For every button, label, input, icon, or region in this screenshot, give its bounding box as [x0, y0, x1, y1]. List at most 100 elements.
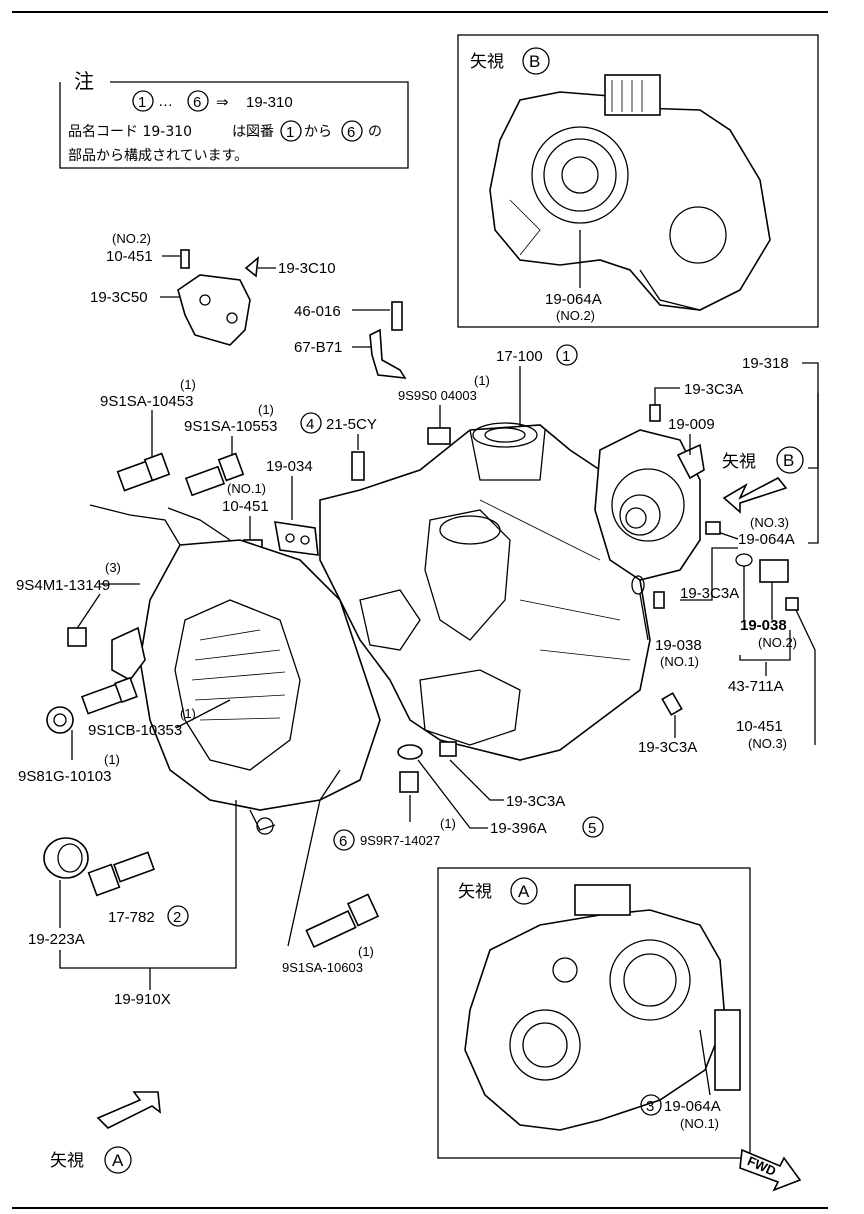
bolt-9s1sa-10453-drawing: [116, 452, 171, 492]
label-no1-a: (NO.1): [227, 481, 266, 496]
bracket-drawing: [369, 301, 407, 379]
nut-9s81g-drawing: [46, 706, 74, 734]
label-19-318: 19-318: [742, 355, 789, 372]
label-19-064a-a: 19-064A: [738, 531, 795, 548]
label-19-034: 19-034: [266, 458, 313, 475]
label-6-num: 6: [339, 833, 347, 850]
o-ring-19-038-no1-drawing: [631, 575, 645, 595]
label-q1-d: (1): [180, 706, 196, 721]
label-19-064a-c: 19-064A: [664, 1098, 721, 1115]
label-17-100-num: 1: [562, 348, 570, 365]
label-19-223a: 19-223A: [28, 931, 85, 948]
view-a-housing-drawing: [464, 884, 741, 1131]
dowel-9s4m1-drawing: [67, 627, 87, 647]
label-19-009: 19-009: [668, 416, 715, 433]
label-19-3c10: 19-3C10: [278, 260, 336, 277]
label-q1-f: (1): [440, 816, 456, 831]
label-q3: (3): [105, 560, 121, 575]
bolt-9s1cb-drawing: [80, 676, 138, 715]
view-a-panel-letter: A: [518, 882, 530, 901]
bolt-9s1sa-10603-drawing: [305, 893, 380, 948]
label-10-451: 10-451: [106, 248, 153, 265]
view-b-arrow-letter: B: [783, 451, 794, 470]
label-q1-a: (1): [474, 373, 490, 388]
label-9s1cb: 9S1CB-10353: [88, 722, 182, 739]
speed-sensor-drawing: [735, 553, 799, 611]
note-line3: 部品から構成されています。: [68, 148, 248, 164]
note-ellipsis: …: [158, 93, 173, 110]
label-21-5cy: 21-5CY: [326, 416, 377, 433]
label-10-451-c: 10-451: [736, 718, 783, 735]
note-title: 注: [74, 69, 94, 93]
label-19-064a-b: 19-064A: [545, 291, 602, 308]
label-67-b71: 67-B71: [294, 339, 342, 356]
dowel-pin-drawing: [427, 427, 451, 445]
bolt-9s1sa-10553-drawing: [184, 452, 245, 497]
note-line2-e: 6: [347, 124, 355, 141]
cover-plate-drawing: [177, 249, 260, 346]
label-no2-c: (NO.2): [556, 308, 595, 323]
view-b-arrow-title: 矢視: [722, 452, 756, 472]
view-b-title: 矢視: [470, 52, 504, 72]
label-no2-a: (NO.2): [112, 231, 151, 246]
plug-19-3c3a-c-drawing: [653, 591, 665, 609]
view-a-arrow-title: 矢視: [50, 1151, 84, 1171]
transaxle-case-drawing: [319, 422, 651, 761]
label-q1-e: (1): [104, 752, 120, 767]
view-a-panel-title: 矢視: [458, 882, 492, 902]
label-19-3c3a-d: 19-3C3A: [638, 739, 697, 756]
label-19-3c3a-c: 19-3C3A: [680, 585, 739, 602]
bracket-left-drawing: [111, 626, 146, 682]
label-19-038-b: 19-038: [740, 617, 787, 634]
plug-9s9r7-drawing: [399, 771, 419, 793]
label-q1-b: (1): [180, 377, 196, 392]
label-no3-a: (NO.3): [750, 515, 789, 530]
label-9s4m1: 9S4M1-13149: [16, 577, 110, 594]
plug-19-3c3a-a-drawing: [439, 741, 457, 757]
label-no1-b: (NO.1): [660, 654, 699, 669]
plug-19-3c3a-d-drawing: [661, 692, 683, 716]
label-19-396a: 19-396A: [490, 820, 547, 837]
label-9s9r7: 9S9R7-14027: [360, 833, 440, 848]
bolt-17-782-drawing: [87, 851, 156, 897]
label-no2-b: (NO.2): [758, 635, 797, 650]
view-a-panel: 矢視 A 3 19-064A (NO.1): [437, 867, 751, 1159]
label-19-038-a: 19-038: [655, 637, 702, 654]
view-b-panel: 矢視 B 19-064A (NO.2): [457, 34, 819, 328]
note-to-number: 6: [193, 94, 201, 111]
label-9s1sa-10603: 9S1SA-10603: [282, 960, 363, 975]
view-a-arrow-letter: A: [112, 1151, 124, 1170]
label-q1-g: (1): [358, 944, 374, 959]
view-b-arrow-icon: [722, 476, 788, 514]
label-17-782: 17-782: [108, 909, 155, 926]
plate-19-034-drawing: [274, 521, 319, 556]
label-19-3c3a-a: 19-3C3A: [506, 793, 565, 810]
label-19-3c3a-b: 19-3C3A: [684, 381, 743, 398]
note-line2-d: から: [304, 124, 332, 140]
label-19-396a-num: 5: [588, 820, 596, 837]
note-arrow: ⇒: [216, 94, 229, 111]
note-code: 19-310: [246, 94, 293, 111]
note-from-number: 1: [138, 94, 146, 111]
label-10-451-b: 10-451: [222, 498, 269, 515]
fwd-arrow-icon: FWD: [739, 1148, 802, 1192]
label-19-910x: 19-910X: [114, 991, 171, 1008]
note-line2-f: の: [368, 124, 382, 140]
view-a-arrow-icon: [96, 1091, 161, 1129]
label-9s9s0: 9S9S0 04003: [398, 388, 477, 403]
label-4-num: 4: [306, 416, 314, 433]
label-46-016: 46-016: [294, 303, 341, 320]
note-box: 注 1 … 6 ⇒ 19-310 品名コード 19-310 は図番 1 から 6…: [59, 69, 409, 169]
label-no3-b: (NO.3): [748, 736, 787, 751]
converter-housing-drawing: [139, 539, 381, 835]
note-line2-a: 品名コード 19-310: [68, 124, 192, 140]
label-17-782-num: 2: [173, 909, 181, 926]
plug-19-3c3a-b-drawing: [649, 404, 661, 422]
end-cover-drawing: [594, 429, 705, 581]
label-43-711a: 43-711A: [728, 678, 784, 695]
bolt-19-064a-no3-drawing: [705, 521, 721, 535]
oil-seal-19-223a-drawing: [43, 837, 89, 879]
label-9s81g: 9S81G-10103: [18, 768, 111, 785]
note-line2-b: は図番: [232, 124, 274, 140]
